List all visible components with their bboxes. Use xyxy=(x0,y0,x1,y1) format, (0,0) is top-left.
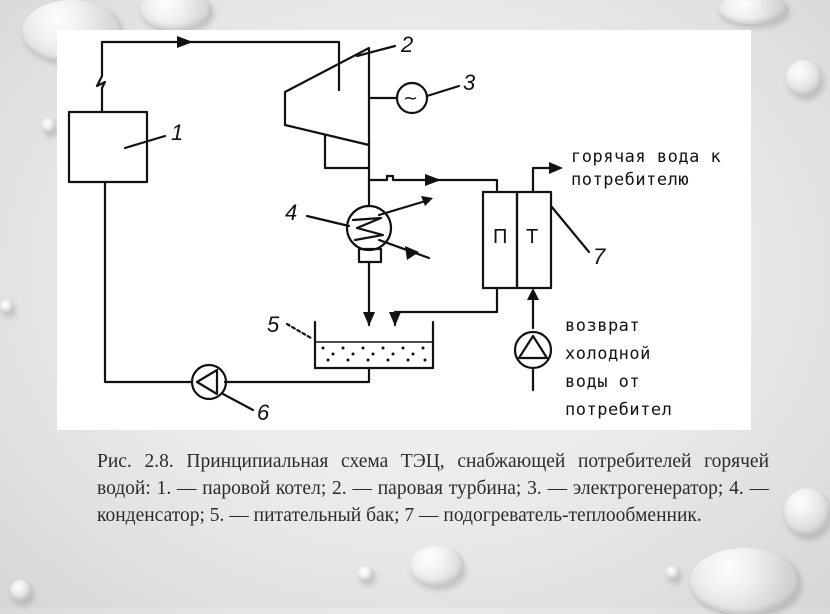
return-water-label: возврат холодной воды от потребител xyxy=(565,312,672,424)
feed-tank xyxy=(313,320,435,370)
label-7: 7 xyxy=(593,244,606,269)
heater-t-letter: Т xyxy=(526,226,539,248)
label-1: 1 xyxy=(171,120,184,145)
turbine xyxy=(283,46,371,147)
label-3: 3 xyxy=(463,70,476,95)
generator-symbol: ~ xyxy=(403,88,418,109)
feed-line xyxy=(223,366,371,384)
return-arrow xyxy=(527,288,539,300)
cooling-out-arrow xyxy=(421,196,433,206)
label-5: 5 xyxy=(267,312,280,337)
condensate-arrow xyxy=(363,312,375,326)
return-water-line-1: возврат xyxy=(565,316,641,336)
return-water-line-3: воды от xyxy=(565,372,641,392)
water-drop xyxy=(0,300,14,314)
return-water-line-2: холодной xyxy=(565,344,651,364)
feed-to-boiler-line xyxy=(103,180,194,384)
extraction-line xyxy=(367,174,499,192)
drain-arrow xyxy=(389,312,401,326)
feed-pump-triangle xyxy=(195,368,219,396)
heater-p-letter: П xyxy=(493,226,508,248)
return-pump-circle xyxy=(513,330,553,370)
label-6: 6 xyxy=(257,400,270,425)
water-drop xyxy=(140,0,212,30)
chp-scheme-diagram: ~ xyxy=(67,36,591,412)
extraction-arrow xyxy=(425,174,441,186)
return-pump-triangle xyxy=(517,334,549,360)
hot-water-line-2: потребителю xyxy=(571,170,690,190)
tank-water-dots xyxy=(321,346,427,362)
cooling-water-in xyxy=(377,238,431,260)
turbine-exhaust xyxy=(323,133,371,170)
figure-caption: Рис. 2.8. Принципиальная схема ТЭЦ, снаб… xyxy=(97,451,769,526)
heater-drain-line xyxy=(393,286,499,327)
steam-arrow xyxy=(177,36,193,48)
condenser-coil xyxy=(351,216,385,242)
cooling-water-out xyxy=(377,198,431,217)
label-2: 2 xyxy=(401,32,414,57)
water-drop xyxy=(784,488,830,536)
hot-water-line-1: горячая вода к xyxy=(571,147,722,167)
label-4: 4 xyxy=(285,200,298,225)
figure-panel: ~ 1 2 3 4 5 6 7 П Т горячая вода к xyxy=(57,30,751,430)
hot-water-line xyxy=(531,166,555,194)
water-drop xyxy=(410,546,464,586)
steam-line xyxy=(95,40,341,114)
water-drop xyxy=(10,580,32,602)
water-drop xyxy=(42,118,56,134)
hot-water-label: горячая вода к потребителю xyxy=(571,146,721,192)
hot-water-arrow xyxy=(549,162,563,174)
water-drop xyxy=(690,548,800,614)
return-water-line-4: потребител xyxy=(565,400,673,420)
water-drop xyxy=(358,566,374,582)
water-drop xyxy=(786,60,822,96)
boiler-box xyxy=(67,110,149,184)
cooling-in-arrow xyxy=(405,246,419,260)
generator-circle xyxy=(395,81,429,115)
water-drop xyxy=(666,566,680,580)
water-drop xyxy=(718,0,788,24)
